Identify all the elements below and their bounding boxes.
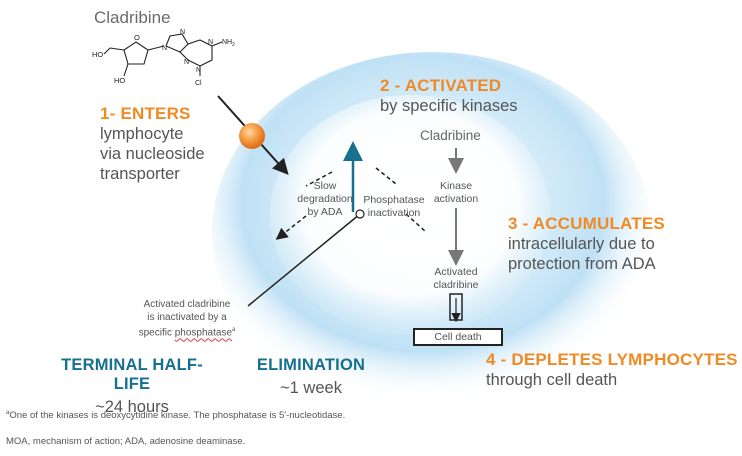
half-life-block: TERMINAL HALF-LIFE ~24 hours (44, 356, 220, 417)
step-accumulates-line2: protection from ADA (508, 255, 656, 273)
footnote-a-text: One of the kinases is deoxycytidine kina… (9, 410, 346, 422)
activated-label-line2: cladribine (433, 279, 479, 291)
step-enters: 1- ENTERS lymphocyte via nucleoside tran… (100, 104, 205, 184)
callout-line2: is inactivated by a (147, 312, 227, 323)
phosphatase-inactivation-label: Phosphatase inactivation (358, 194, 430, 220)
callout-line3-sup: a (232, 327, 236, 333)
kinase-label-line2: activation (433, 193, 479, 205)
step-enters-line2: via nucleoside (100, 145, 205, 163)
atom-n2: N (180, 29, 185, 36)
step-depletes-title: 4 - DEPLETES LYMPHOCYTES (486, 350, 738, 369)
atom-o: O (134, 33, 140, 42)
callout-dot (355, 209, 365, 219)
step-enters-line1: lymphocyte (100, 125, 184, 143)
step-enters-title: 1- ENTERS (100, 104, 191, 123)
inner-cladribine-label: Cladribine (420, 128, 481, 143)
activated-label-line1: Activated (434, 266, 478, 278)
cell-death-box: Cell death (413, 328, 503, 346)
callout-line (247, 213, 361, 307)
step-accumulates-title: 3 - ACCUMULATES (508, 214, 665, 233)
dashed-phos-bottom (405, 213, 427, 233)
step-activated: 2 - ACTIVATED by specific kinases (380, 76, 518, 116)
callout-line1: Activated cladribine (143, 299, 231, 310)
slow-label-line2: degradation (297, 193, 353, 205)
footnote-a-sup: a (6, 410, 10, 416)
slow-degradation-label: Slow degradation by ADA (290, 180, 360, 219)
elimination-block: ELIMINATION ~1 week (252, 356, 370, 398)
slow-label-line1: Slow (313, 180, 337, 192)
callout-line3-pre: specific (138, 327, 175, 339)
atom-ho1: HO (92, 50, 103, 59)
elimination-value: ~1 week (280, 379, 342, 397)
phos-label-line1: Phosphatase (363, 194, 425, 206)
footnote-abbrev: MOA, mechanism of action; ADA, adenosine… (6, 436, 246, 447)
step-accumulates-line1: intracellularly due to (508, 235, 655, 253)
atom-ho2: HO (114, 76, 125, 85)
phosphatase-callout: Activated cladribine is inactivated by a… (122, 298, 252, 339)
dashed-slow-top (305, 171, 333, 187)
half-life-title: TERMINAL HALF-LIFE (61, 356, 203, 393)
atom-n1: N (162, 45, 167, 52)
callout-line3-word: phosphatase (174, 327, 233, 339)
step-depletes-line1: through cell death (486, 371, 618, 389)
phos-label-line2: inactivation (367, 207, 421, 219)
atom-cl: Cl (195, 80, 202, 87)
nucleoside-transporter-ball (239, 123, 265, 149)
step-activated-title: 2 - ACTIVATED (380, 76, 502, 95)
elimination-title: ELIMINATION (256, 356, 366, 374)
dashed-phos-top (375, 167, 397, 185)
atom-n5: N (184, 59, 189, 66)
step-depletes: 4 - DEPLETES LYMPHOCYTES through cell de… (486, 350, 738, 390)
footnote-a: aOne of the kinases is deoxycytidine kin… (6, 410, 345, 421)
atom-nh2: NH (222, 39, 232, 46)
dashed-slow-arrow (275, 215, 307, 240)
slow-label-line3: by ADA (307, 206, 343, 218)
activated-cladribine-label: Activated cladribine (424, 266, 488, 292)
cladribine-structure: HO HO O N N N N N NH 2 Cl (92, 29, 235, 87)
atom-n4: N (196, 67, 201, 74)
atom-nh2-sub: 2 (232, 42, 235, 48)
half-life-value: ~24 hours (95, 398, 169, 416)
kinase-label-line1: Kinase (439, 180, 473, 192)
callout-line3: specific phosphatasea (122, 324, 252, 339)
step-enters-line3: transporter (100, 165, 180, 183)
atom-n3: N (208, 39, 213, 46)
step-activated-line1: by specific kinases (380, 97, 518, 115)
molecule-name: Cladribine (94, 8, 171, 27)
kinase-activation-label: Kinase activation (428, 180, 484, 206)
step-accumulates: 3 - ACCUMULATES intracellularly due to p… (508, 214, 665, 274)
